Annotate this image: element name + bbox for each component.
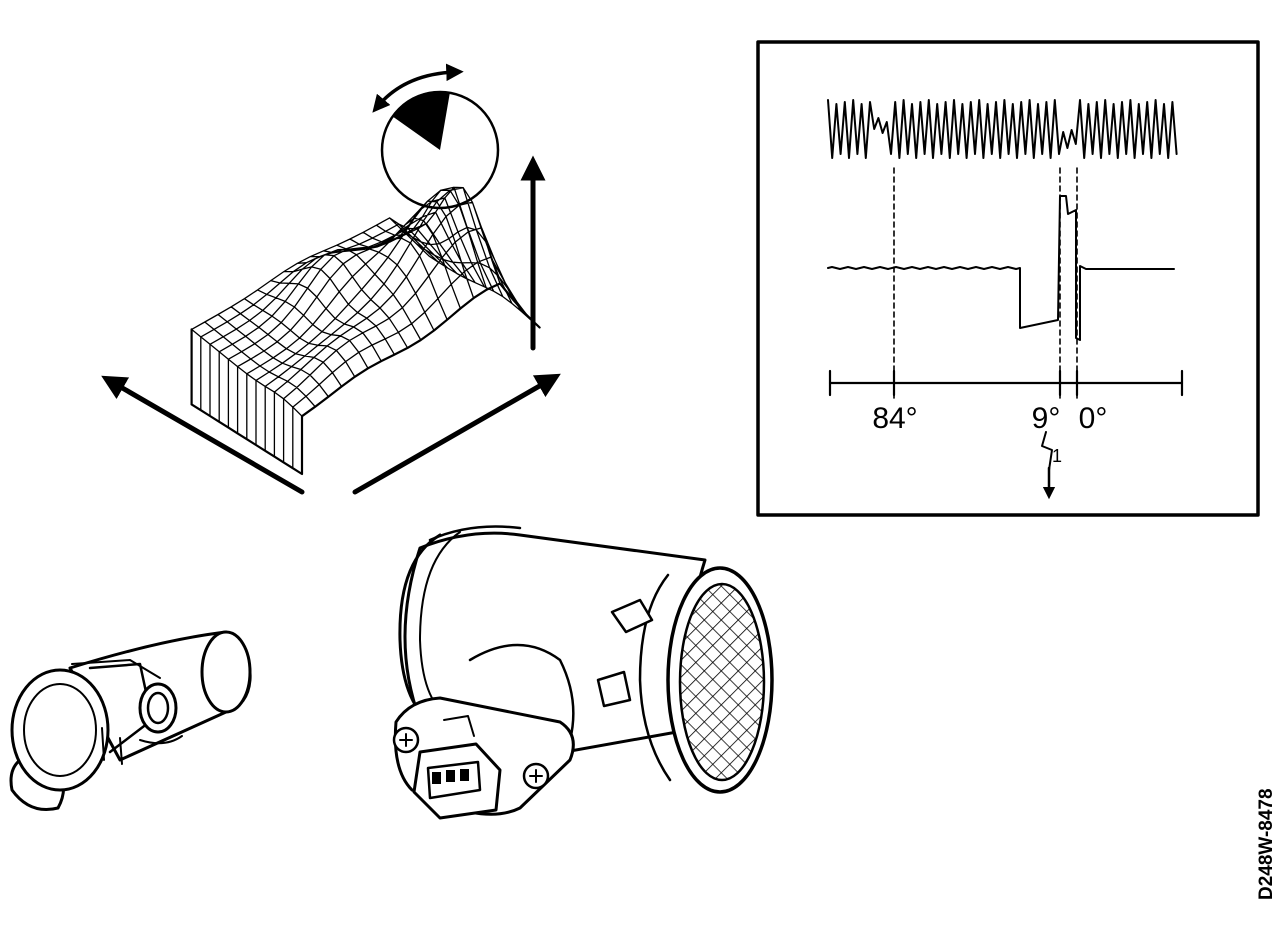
surface-front-face: [190, 328, 303, 475]
callout-leader: [1041, 431, 1053, 471]
air-mass-meter: [392, 525, 774, 820]
mesh-screen: [678, 582, 766, 782]
callout-number: 1: [1052, 446, 1062, 466]
signal-timing-box: 84° 9° 0° 1: [756, 40, 1260, 517]
crank-pulse-trace: [827, 99, 1178, 159]
plug-pins: [432, 769, 469, 784]
ignition-map-surface: [190, 186, 541, 476]
angle-label-84: 84°: [872, 402, 917, 435]
timing-guides: [893, 167, 1078, 401]
angle-scale: [828, 369, 1184, 397]
rotation-arrow-icon: [372, 63, 464, 113]
reference-signal-trace: [827, 195, 1175, 341]
left-arrow-icon: [101, 375, 305, 495]
pie-sector: [392, 91, 450, 150]
rotation-disc: [372, 63, 500, 210]
right-arrow-icon: [352, 373, 561, 495]
drawing-code: D248W-8478: [1256, 788, 1277, 900]
position-sensor: [9, 630, 252, 811]
surface-outline: [190, 282, 541, 476]
angle-label-0: 0°: [1079, 402, 1108, 435]
angle-label-9: 9°: [1032, 402, 1061, 435]
mounting-hole: [138, 682, 178, 734]
surface-mesh: [190, 186, 541, 417]
